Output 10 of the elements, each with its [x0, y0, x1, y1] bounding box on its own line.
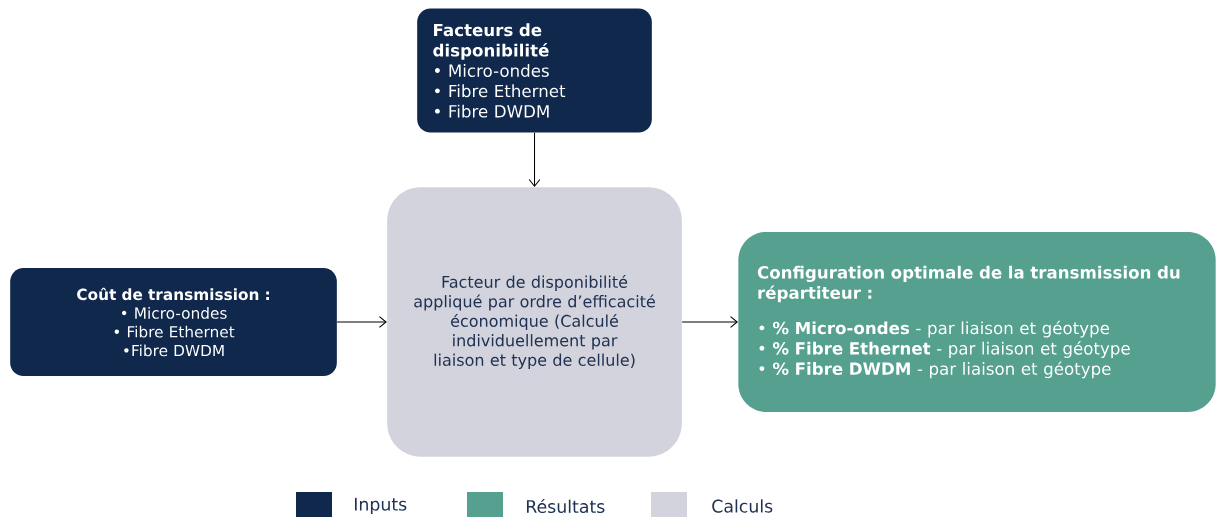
arrow	[681, 316, 739, 328]
input-box: Coût de transmission : • Micro-ondes • Fibre Ethernet •Fibre DWDM	[10, 268, 337, 376]
legend-label: Résultats	[526, 498, 605, 514]
input-box: Facteurs de disponibilité • Micro-ondes • Fibre Ethernet • Fibre DWDM	[417, 8, 652, 133]
legend-label: Calculs	[712, 499, 773, 513]
arrow	[528, 132, 541, 188]
result-box: Configuration optimale de la transmission du répartiteur : • % Micro-ondes - par liaison et géotype • % Fibre Ethernet - par liaison et géotype • % Fibre DWDM - par liaison et géotype	[738, 232, 1216, 412]
calculation-box: Facteur de disponibilité appliqué par ordre d’efficacité économique (Calculé individuellement par liaison et type de cellule)	[387, 187, 682, 457]
arrow	[336, 316, 387, 328]
legend-label: Inputs	[354, 497, 407, 515]
